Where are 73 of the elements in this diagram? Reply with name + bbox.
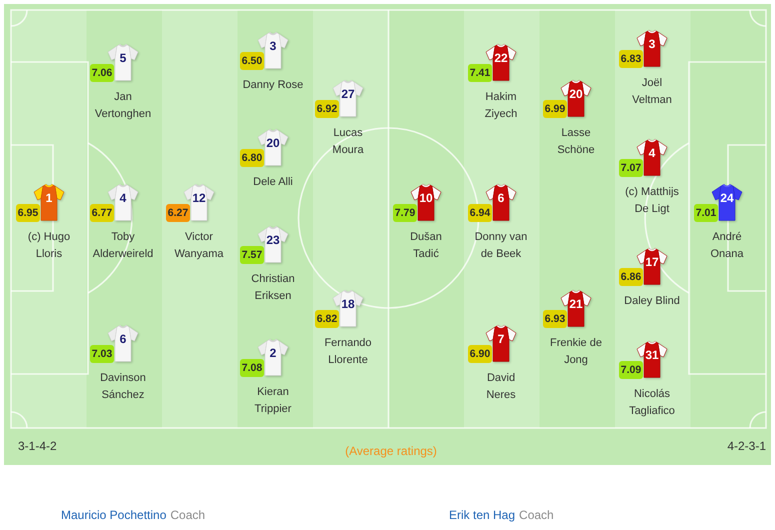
rating-badge: 6.50 xyxy=(240,52,264,70)
rating-badge: 6.83 xyxy=(619,50,643,68)
jersey-number: 31 xyxy=(645,349,659,362)
rating-badge: 6.99 xyxy=(543,100,567,118)
player-name: David Neres xyxy=(486,372,516,401)
coach-name: Erik ten Hag xyxy=(449,508,516,523)
formation-label: 3-1-4-2 xyxy=(18,439,57,454)
rating-badge: 7.08 xyxy=(240,359,264,377)
jersey-number: 1 xyxy=(46,192,52,205)
player-name: André Onana xyxy=(710,231,744,260)
jersey-number: 5 xyxy=(120,52,126,65)
player-name: (c) Hugo Lloris xyxy=(28,231,70,260)
jersey-number: 18 xyxy=(341,298,355,311)
rating-badge: 6.90 xyxy=(468,345,492,363)
player-name: Victor Wanyama xyxy=(174,231,224,260)
rating-badge: 6.95 xyxy=(16,204,40,222)
formation-label: 4-2-3-1 xyxy=(727,439,766,454)
jersey-number: 20 xyxy=(569,88,583,101)
jersey-number: 7 xyxy=(498,333,504,346)
player-name: Donny van de Beek xyxy=(474,231,528,260)
jersey-number: 23 xyxy=(266,234,280,247)
player-name: Davinson Sánchez xyxy=(100,372,146,401)
rating-badge: 6.27 xyxy=(166,204,190,222)
jersey-number: 6 xyxy=(498,192,504,205)
rating-badge: 6.86 xyxy=(619,268,643,286)
jersey-number: 17 xyxy=(645,256,659,269)
rating-badge: 6.92 xyxy=(315,100,339,118)
jersey-number: 12 xyxy=(192,192,206,205)
jersey-number: 20 xyxy=(266,137,280,150)
player-name: Danny Rose xyxy=(242,79,304,91)
jersey-number: 21 xyxy=(569,298,583,311)
player-name: Nicolás Tagliafico xyxy=(629,388,675,417)
rating-badge: 7.09 xyxy=(619,361,643,379)
coach-role: Coach xyxy=(170,508,206,523)
jersey-number: 6 xyxy=(120,333,126,346)
rating-badge: 7.01 xyxy=(694,204,718,222)
player-name: Daley Blind xyxy=(624,295,680,307)
player-name: Lucas Moura xyxy=(332,127,364,156)
rating-badge: 6.94 xyxy=(468,204,492,222)
rating-badge: 6.80 xyxy=(240,149,264,167)
rating-badge: 7.79 xyxy=(393,204,417,222)
player-name: Hakim Ziyech xyxy=(484,91,518,120)
rating-badge: 7.57 xyxy=(240,246,264,264)
rating-badge: 7.41 xyxy=(468,64,492,82)
coach-role: Coach xyxy=(519,508,554,523)
jersey-number: 2 xyxy=(270,347,276,360)
rating-badge: 7.07 xyxy=(619,159,643,177)
rating-badge: 7.06 xyxy=(90,64,114,82)
jersey-number: 3 xyxy=(648,38,656,51)
jersey-number: 3 xyxy=(270,40,276,53)
jersey-number: 10 xyxy=(419,192,433,205)
jersey-number: 24 xyxy=(720,192,734,205)
player-name: Kieran Trippier xyxy=(254,386,292,415)
player-name: (c) Matthijs De Ligt xyxy=(625,186,679,215)
coach-name: Mauricio Pochettino xyxy=(61,508,166,523)
player-name: Frenkie de Jong xyxy=(550,337,602,366)
jersey-number: 4 xyxy=(120,192,126,205)
jersey-number: 27 xyxy=(341,88,355,101)
player-name: Toby Alderweireld xyxy=(92,231,154,260)
player-name: Joël Veltman xyxy=(632,77,672,106)
player-name: Dušan Tadić xyxy=(410,231,442,260)
jersey-number: 22 xyxy=(494,52,508,65)
rating-badge: 6.93 xyxy=(543,310,567,328)
rating-badge: 6.77 xyxy=(90,204,114,222)
rating-badge: 6.82 xyxy=(315,310,339,328)
player-name: Jan Vertonghen xyxy=(94,91,152,120)
rating-badge: 7.03 xyxy=(90,345,114,363)
ratings-note: (Average ratings) xyxy=(345,444,437,459)
jersey-number: 4 xyxy=(648,147,656,160)
player-name: Christian Eriksen xyxy=(251,273,295,302)
player-name: Fernando Llorente xyxy=(324,337,372,366)
player-name: Lasse Schöne xyxy=(557,127,595,156)
player-name: Dele Alli xyxy=(253,176,293,188)
